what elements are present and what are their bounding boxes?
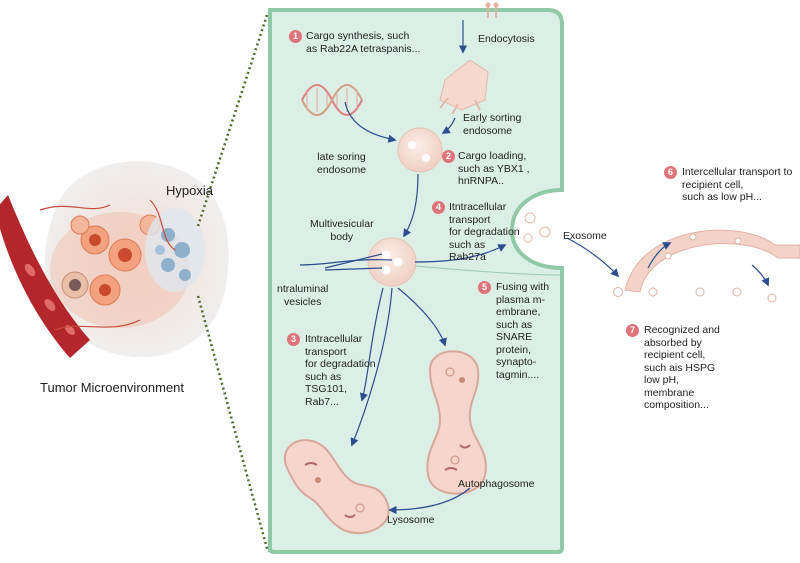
blood-vessel [0,195,90,358]
autophagosome-label: Autophagosome [458,478,535,490]
step-2-badge: 2 [442,150,455,163]
membrane-guide-line [414,265,561,276]
arrow-mvb-to-autophagosome [397,287,447,347]
tumor-microenvironment-label: Tumor Microenvironment [40,380,185,395]
step-6-badge: 6 [664,166,677,179]
recipient-exosomes [613,287,777,303]
autophagosome-icon [426,350,487,495]
pathway-arrows [299,20,507,515]
tumor-microenvironment-illustration [0,161,229,358]
dna-icon [301,84,363,116]
arrow-dna-to-endosome [344,101,397,143]
exosome-vesicles [523,212,551,243]
cell-body [268,8,564,554]
arrow-mvb-down [359,287,384,402]
multivesicular-body-icon [367,237,417,287]
exosome-label: Exosome [563,230,607,242]
step-4-badge: 4 [432,201,445,214]
arrow-late-to-mvb [403,173,419,238]
arrow-early-to-late [441,117,456,134]
recipient-cell-membrane [624,229,800,293]
hypoxia-label: Hypoxia [166,183,213,198]
step-3-badge: 3 [287,333,300,346]
lysosome-icon [283,439,390,535]
arrow-intraluminal [299,259,393,266]
step-2-text: Cargo loading,such as YBX1 ,hnRNPA.. [458,150,530,187]
early-sorting-endosome-icon [439,59,489,115]
pointer-line-1 [324,253,383,269]
arrow-exosome-to-recipient [566,237,620,278]
receptor-icon [485,2,499,18]
lysosome-label: Lysosome [387,514,435,526]
pointer-line-2 [324,267,383,271]
arrow-mvb-to-exosome [414,244,507,263]
step-7-badge: 7 [626,324,639,337]
step-5-badge: 5 [478,281,491,294]
late-sorting-endosome-icon [397,127,443,173]
zoom-line-bottom [196,295,270,553]
endocytosis-label: Endocytosis [478,33,535,45]
step-1-badge: 1 [289,30,302,43]
arrow-autophagosome-to-lysosome [388,487,471,515]
arrow-mvb-to-lysosome [350,287,393,447]
